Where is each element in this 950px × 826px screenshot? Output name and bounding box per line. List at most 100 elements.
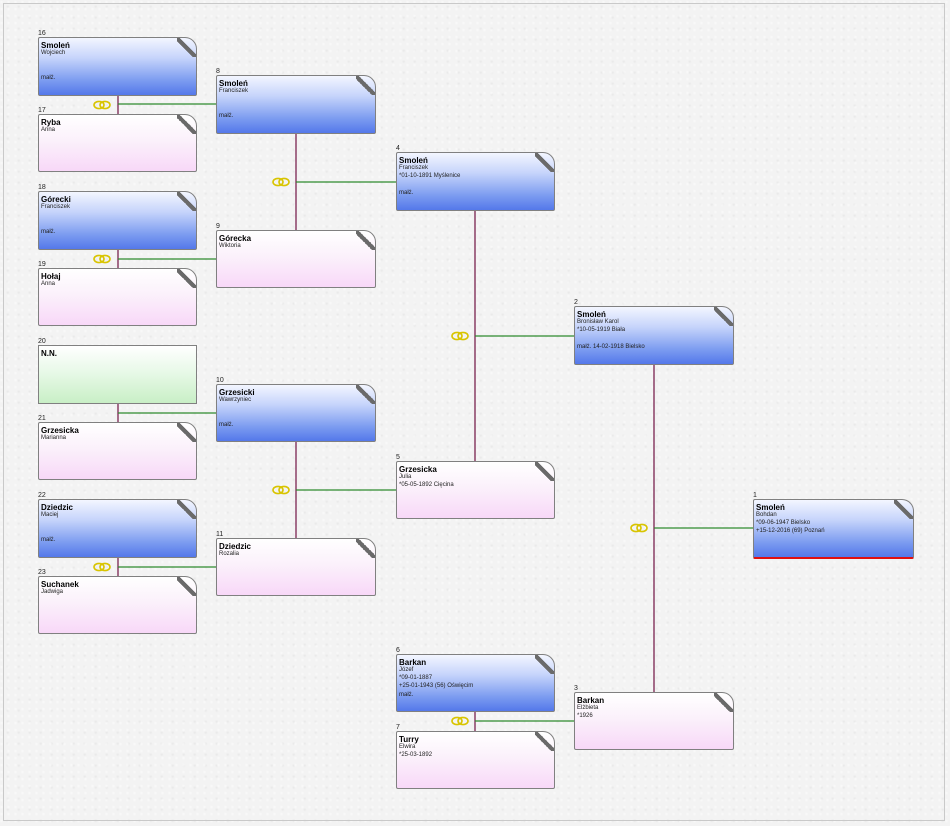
person-birth-info: *1926 (577, 713, 593, 719)
corner-fold-icon (356, 76, 375, 95)
person-marriage-info: małż. (399, 190, 414, 196)
corner-fold-icon (177, 38, 196, 57)
person-given-name: Marianna (41, 435, 67, 441)
wedding-rings-icon (630, 523, 648, 533)
person-death-info: +15-12-2016 (69) Poznań (756, 528, 825, 534)
person-marriage-info: małż. (41, 229, 56, 235)
corner-fold-icon (356, 385, 375, 404)
person-given-name: Bohdan (756, 512, 777, 518)
person-surname: Grzesicki (219, 388, 255, 397)
person-card-20[interactable]: N.N. (38, 345, 197, 404)
person-given-name: Franciszek (399, 165, 429, 171)
person-number: 23 (38, 569, 46, 576)
person-number: 6 (396, 647, 400, 654)
person-surname: Smoleń (756, 503, 785, 512)
chart-frame (3, 3, 945, 821)
person-marriage-info: małż. (41, 537, 56, 543)
person-surname: Ryba (41, 118, 61, 127)
person-surname: Barkan (399, 658, 427, 667)
corner-fold-icon (177, 577, 196, 596)
person-given-name: Elwira (399, 744, 416, 750)
person-surname: Górecki (41, 195, 71, 204)
person-number: 8 (216, 68, 220, 75)
corner-fold-icon (535, 655, 554, 674)
person-birth-info: *05-05-1892 Cięcina (399, 482, 454, 488)
person-given-name: Franciszek (219, 88, 249, 94)
person-surname: Smoleń (41, 41, 70, 50)
person-number: 17 (38, 107, 46, 114)
person-marriage-info: małż. (41, 75, 56, 81)
person-birth-info: *10-05-1919 Biała (577, 327, 626, 333)
corner-fold-icon (177, 423, 196, 442)
person-marriage-info: małż. (219, 113, 234, 119)
corner-fold-icon (535, 153, 554, 172)
person-given-name: Józef (399, 667, 414, 673)
corner-fold-icon (177, 192, 196, 211)
person-given-name: Wawrzyniec (219, 397, 252, 403)
person-birth-info: *25-03-1892 (399, 752, 433, 758)
person-given-name: Elżbieta (577, 705, 599, 711)
person-surname: Górecka (219, 234, 252, 243)
person-surname: Dziedzic (41, 503, 74, 512)
person-given-name: Jadwiga (41, 589, 64, 595)
person-number: 22 (38, 492, 46, 499)
corner-fold-icon (894, 500, 913, 519)
person-surname: N.N. (41, 349, 57, 358)
person-given-name: Rozalia (219, 551, 240, 557)
person-surname: Smoleń (577, 310, 606, 319)
wedding-rings-icon (272, 177, 290, 187)
person-given-name: Franciszek (41, 204, 71, 210)
person-surname: Hołaj (41, 272, 61, 281)
person-marriage-info: małż. (399, 692, 414, 698)
corner-fold-icon (535, 732, 554, 751)
person-number: 10 (216, 377, 224, 384)
wedding-rings-icon (93, 562, 111, 572)
person-surname: Suchanek (41, 580, 79, 589)
person-surname: Dziedzic (219, 542, 252, 551)
person-number: 20 (38, 338, 46, 345)
corner-fold-icon (535, 462, 554, 481)
wedding-rings-icon (93, 254, 111, 264)
person-number: 2 (574, 299, 578, 306)
person-marriage-info: małż. (219, 422, 234, 428)
wedding-rings-icon (272, 485, 290, 495)
person-number: 11 (216, 531, 224, 538)
person-birth-info: *09-01-1887 (399, 675, 433, 681)
person-given-name: Anna (41, 127, 56, 133)
person-number: 18 (38, 184, 46, 191)
person-birth-info: *01-10-1891 Myślenice (399, 173, 461, 179)
wedding-rings-icon (93, 100, 111, 110)
corner-fold-icon (177, 500, 196, 519)
person-number: 16 (38, 30, 46, 37)
person-surname: Turry (399, 735, 419, 744)
person-surname: Grzesicka (399, 465, 437, 474)
person-number: 1 (753, 492, 757, 499)
corner-fold-icon (714, 307, 733, 326)
person-number: 7 (396, 724, 400, 731)
person-surname: Smoleń (219, 79, 248, 88)
corner-fold-icon (714, 693, 733, 712)
person-given-name: Anna (41, 281, 56, 287)
person-surname: Barkan (577, 696, 605, 705)
person-death-info: +25-01-1943 (56) Oświęcim (399, 683, 474, 689)
person-number: 19 (38, 261, 46, 268)
